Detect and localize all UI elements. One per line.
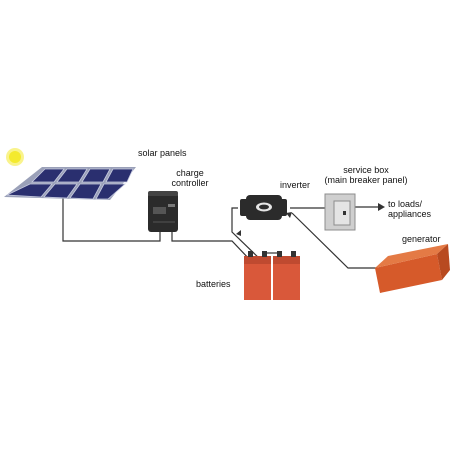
charge-controller-label-line1: charge [176, 168, 204, 178]
wire-inverter-to-batteries [231, 207, 264, 263]
battery [244, 251, 271, 300]
wire-controller-to-batteries [171, 231, 253, 263]
to-loads-label: to loads/ appliances [388, 199, 431, 219]
solar-cell [6, 183, 53, 198]
inverter [240, 195, 287, 220]
sun-icon [6, 148, 24, 166]
solar-panels-label: solar panels [138, 148, 187, 158]
batteries-label: batteries [196, 279, 231, 289]
to-loads-label-line2: appliances [388, 209, 432, 219]
service-box-label: service box (main breaker panel) [320, 165, 412, 185]
service-box [324, 193, 356, 231]
batteries [244, 251, 300, 300]
service-box-label-line1: service box [343, 165, 389, 175]
solar-cell [95, 183, 127, 200]
charge-controller-label-line2: controller [171, 178, 209, 188]
solar-cell [56, 168, 88, 183]
battery [273, 251, 300, 300]
arrow-to-loads [355, 203, 385, 211]
solar-cell [105, 168, 134, 183]
solar-panels [4, 167, 136, 200]
solar-cell [69, 183, 102, 200]
inverter-arrows [236, 212, 292, 236]
generator-label: generator [402, 234, 441, 244]
charge-controller [148, 191, 178, 232]
generator [375, 244, 450, 293]
wiring [62, 196, 378, 269]
inverter-label: inverter [280, 180, 311, 190]
to-loads-label-line1: to loads/ [388, 199, 423, 209]
solar-cell [31, 168, 65, 183]
wire-panels-to-controller [62, 196, 161, 242]
service-box-label-line2: (main breaker panel) [324, 175, 408, 185]
solar-cell [81, 168, 111, 183]
charge-controller-label: charge controller [170, 168, 210, 188]
wire-servicebox-to-generator [291, 212, 378, 269]
solar-cell [43, 183, 78, 199]
